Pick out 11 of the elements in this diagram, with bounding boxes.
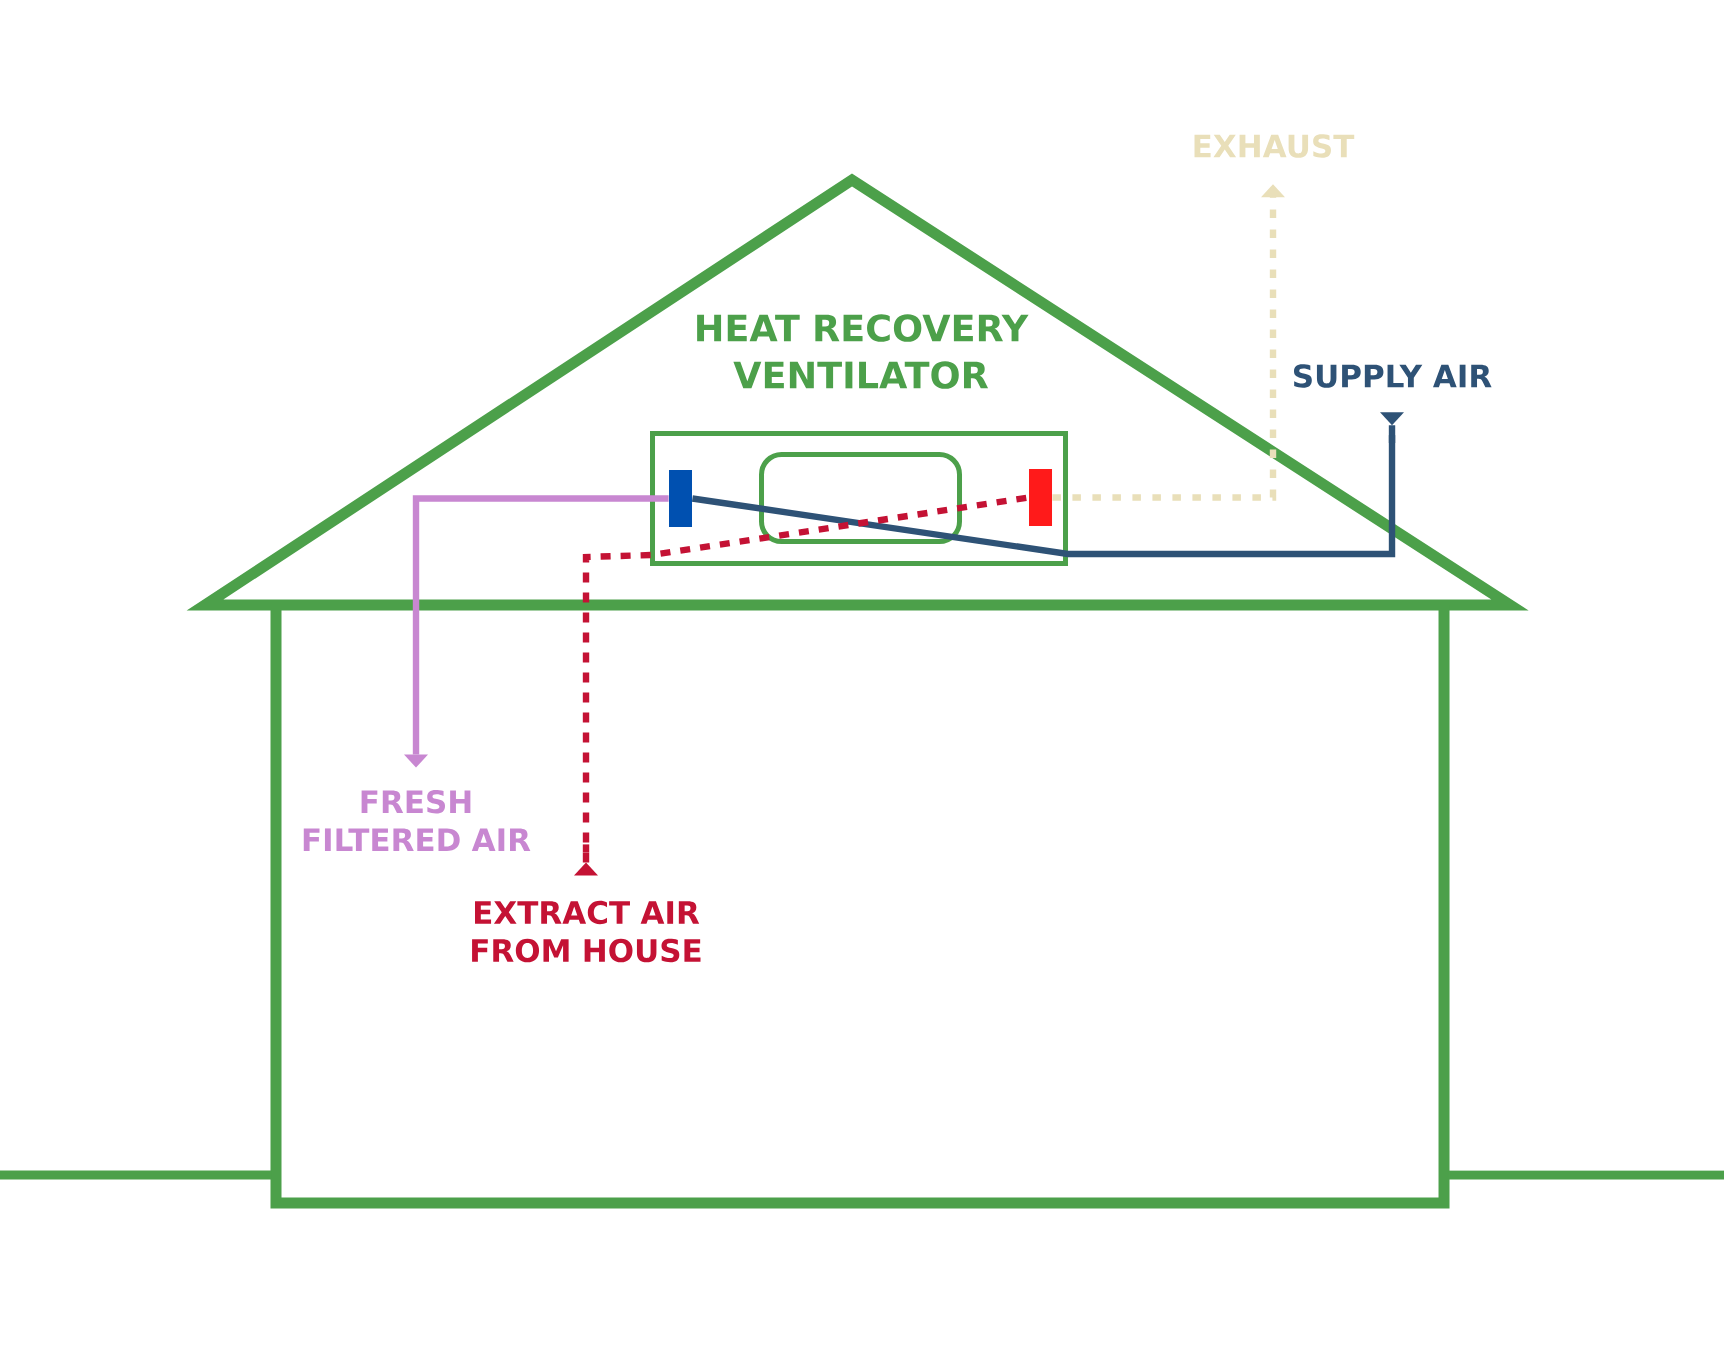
dotted-arrow — [1052, 184, 1285, 501]
heading: HEAT RECOVERY VENTILATOR — [697, 314, 1029, 389]
flow-label: SUPPLY AIR — [1294, 364, 1492, 388]
dotted-arrow — [574, 494, 1030, 876]
arrow — [691, 412, 1404, 558]
arrow — [404, 495, 669, 768]
flow-label: EXHAUST — [1194, 134, 1355, 158]
port-block — [1029, 469, 1052, 526]
flow-label: FRESH FILTERED AIR — [303, 790, 531, 851]
flow-label: EXTRACT AIR FROM HOUSE — [472, 900, 701, 963]
port-block — [669, 470, 692, 527]
